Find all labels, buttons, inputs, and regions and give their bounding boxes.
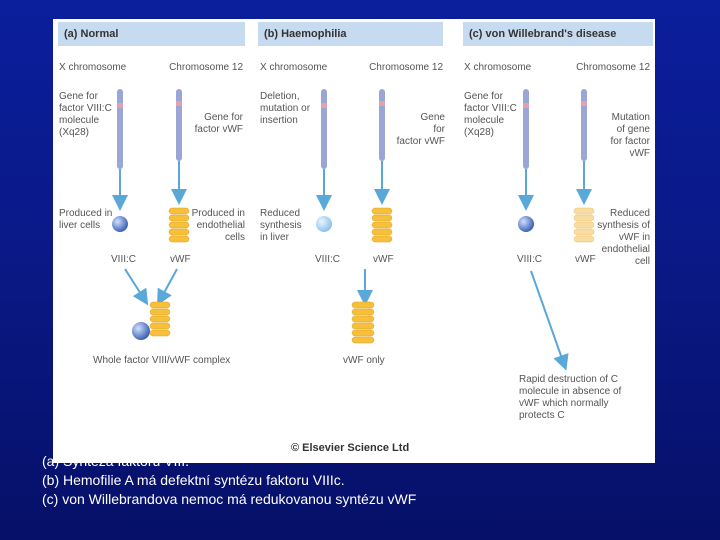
- panel-c-viiic-label: VIII:C: [517, 254, 543, 265]
- panel-a-vwf-stack: [168, 207, 190, 243]
- panel-b-x-chromosome: [321, 89, 327, 169]
- panel-b-vwf-label: vWF: [373, 254, 394, 265]
- panel-a-chromosome-12-label: Chromosome 12: [169, 62, 243, 73]
- panel-c-x-chromosome-label: X chromosome: [464, 62, 532, 73]
- panel-b-viiic-label: VIII:C: [315, 254, 341, 265]
- caption-line-c: (c) von Willebrandova nemoc má redukovan…: [42, 491, 417, 507]
- panel-a-viiic-label: VIII:C: [111, 254, 137, 265]
- panel-a-x-chromosome-label: X chromosome: [59, 62, 127, 73]
- panel-c-title: (c) von Willebrand's disease: [463, 22, 653, 46]
- panel-c-reduced-label: Reduced synthesis of vWF in endothelial …: [597, 208, 650, 267]
- panel-c-viiic-molecule: [518, 216, 534, 232]
- panel-a-title: (a) Normal: [58, 22, 245, 46]
- panel-b-chromosome-12-label: Chromosome 12: [369, 62, 443, 73]
- panel-b-x-chromosome-label: X chromosome: [260, 62, 328, 73]
- panel-a-produced-liver-label: Produced in liver cells: [59, 208, 113, 231]
- panel-b-reduced-label: Reduced synthesis in liver: [260, 208, 302, 243]
- panel-c-gene-viiic-label: Gene for factor VIII:C molecule (Xq28): [464, 91, 517, 138]
- panel-a-x-chromosome: [117, 89, 123, 169]
- panel-b-title: (b) Haemophilia: [258, 22, 443, 46]
- panel-c-chromosome-12-label: Chromosome 12: [576, 62, 650, 73]
- panel-a-complex: [132, 301, 171, 340]
- diagram-artwork: [112, 89, 595, 371]
- panel-a-vwf-label: vWF: [170, 254, 191, 265]
- panel-c-mutation-label: Mutation of gene for factor vWF: [610, 112, 650, 159]
- panel-b-viiic-molecule: [316, 216, 332, 232]
- panel-c-vwf-label: vWF: [575, 254, 596, 265]
- panel-a-produced-endothelial-label: Produced in endothelial cells: [191, 208, 245, 243]
- panel-a-viiic-molecule: [112, 216, 128, 232]
- panel-c-x-chromosome: [523, 89, 529, 169]
- caption-line-b: (b) Hemofilie A má defektní syntézu fakt…: [42, 472, 345, 488]
- panel-b-deletion-label: Deletion, mutation or insertion: [260, 91, 311, 126]
- panel-c-rapid-destruction-label: Rapid destruction of C molecule in absen…: [519, 374, 622, 421]
- panel-c-chromosome-12: [581, 89, 587, 161]
- figure: (a) Normal (b) Haemophilia (c) von Wille…: [53, 19, 655, 463]
- panel-c-vwf-reduced-stack: [573, 207, 595, 243]
- panel-b-gene-vwf-label: Gene for factor vWF: [396, 112, 445, 147]
- caption: (a) Syntéza faktoru VIII. (b) Hemofilie …: [42, 452, 682, 509]
- panel-b-vwf-stack: [371, 207, 393, 243]
- copyright-credit: © Elsevier Science Ltd: [291, 442, 410, 454]
- caption-line-a: (a) Syntéza faktoru VIII.: [42, 453, 190, 469]
- panel-a-gene-viiic-label: Gene for factor VIII:C molecule (Xq28): [59, 91, 112, 138]
- panel-a-complex-label: Whole factor VIII/vWF complex: [93, 355, 231, 366]
- panel-b-vwf-only-label: vWF only: [343, 355, 385, 366]
- panel-b-vwf-only-stack: [351, 301, 375, 344]
- panel-a-gene-vwf-label: Gene for factor vWF: [194, 112, 243, 135]
- panel-a-chromosome-12: [176, 89, 182, 161]
- panel-b-chromosome-12: [379, 89, 385, 161]
